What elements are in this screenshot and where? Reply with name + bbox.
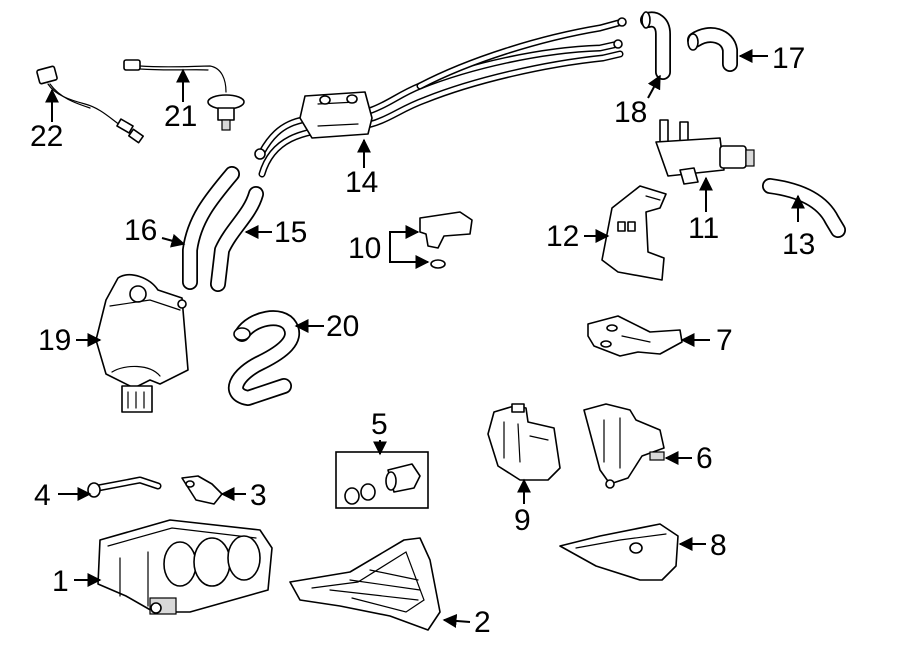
callout-22: 22 <box>30 120 63 153</box>
callout-5: 5 <box>371 408 388 441</box>
callout-9: 9 <box>514 504 531 537</box>
callout-16: 16 <box>124 214 157 247</box>
part-19-filter-box <box>95 274 189 413</box>
callout-3: 3 <box>250 479 267 512</box>
part-1-canister <box>97 519 273 615</box>
callout-1: 1 <box>52 565 69 598</box>
callout-12: 12 <box>546 220 579 253</box>
callout-labels: 22 21 14 18 17 11 13 12 10 16 15 19 20 7… <box>30 42 815 639</box>
callout-17: 17 <box>772 42 805 75</box>
callout-18: 18 <box>614 96 647 129</box>
part-6-bracket <box>583 403 665 489</box>
callout-11: 11 <box>688 212 719 245</box>
callout-7: 7 <box>716 324 733 357</box>
part-3-bracket <box>181 475 223 505</box>
part-12-bracket <box>601 185 667 281</box>
part-4-tube <box>87 476 162 498</box>
callout-13: 13 <box>782 228 815 261</box>
callout-8: 8 <box>710 529 727 562</box>
callout-19: 19 <box>38 324 71 357</box>
part-10-sensor <box>419 211 473 269</box>
part-18-elbow-hose <box>640 11 671 80</box>
part-21-sensor <box>123 59 245 131</box>
callout-15: 15 <box>274 216 307 249</box>
callout-10: 10 <box>348 232 381 265</box>
part-8-shield <box>559 523 679 581</box>
part-14-tube-assembly <box>254 17 627 178</box>
part-7-bracket <box>587 315 683 357</box>
callout-21: 21 <box>164 100 197 133</box>
callout-2: 2 <box>474 606 491 639</box>
leader-lines <box>45 49 805 628</box>
part-17-bent-hose <box>687 27 738 72</box>
part-16-hose <box>182 166 240 290</box>
callout-14: 14 <box>345 166 378 199</box>
callout-6: 6 <box>696 442 713 475</box>
part-20-s-hose <box>228 310 300 406</box>
part-13-hose <box>762 178 846 238</box>
callout-4: 4 <box>34 479 51 512</box>
part-2-shield <box>289 537 441 631</box>
part-9-bracket <box>487 403 561 481</box>
part-15-hose <box>210 186 264 292</box>
callout-20: 20 <box>326 310 359 343</box>
part-5-seal-kit <box>335 451 429 509</box>
part-11-purge-valve <box>655 119 755 185</box>
